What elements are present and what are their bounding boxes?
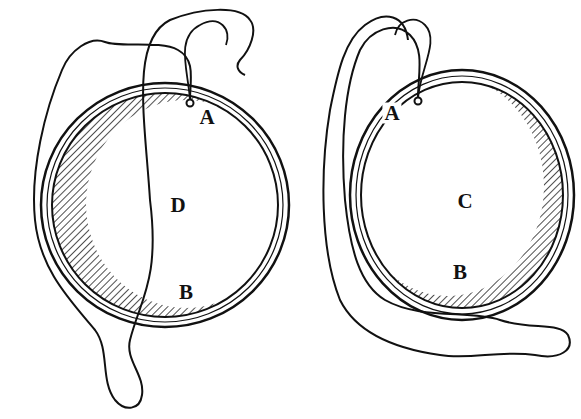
part-letter: B	[451, 262, 469, 283]
right-disk	[323, 17, 574, 357]
left-disk	[34, 10, 289, 408]
part-letter: C	[455, 191, 474, 212]
part-letter: A	[197, 107, 216, 128]
part-letter: D	[168, 195, 187, 216]
part-letter: A	[382, 103, 401, 124]
part-letter: B	[177, 282, 195, 303]
